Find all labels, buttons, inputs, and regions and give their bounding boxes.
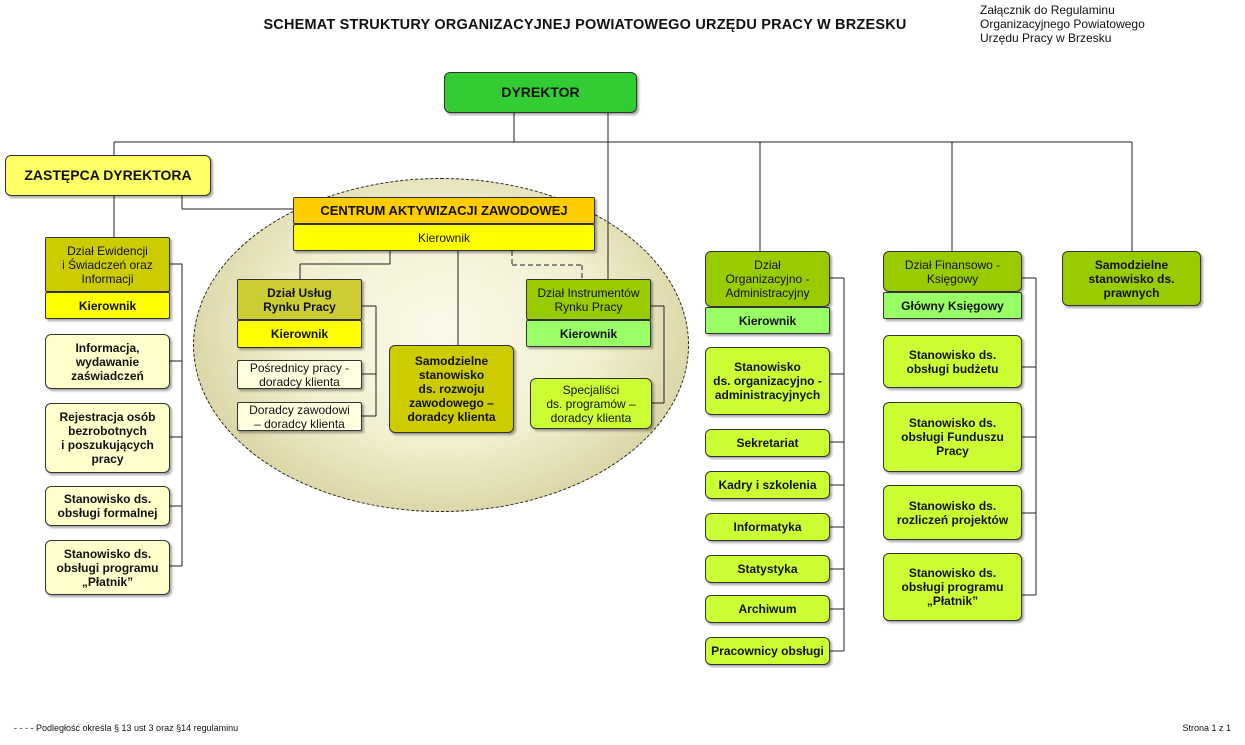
registration-dept-box: Dział Ewidencji i Świadczeń oraz Informa… <box>45 237 170 292</box>
finance-item: Stanowisko ds. rozliczeń projektów <box>883 485 1022 540</box>
admin-item: Sekretariat <box>705 429 830 457</box>
annex-note: Załącznik do Regulaminu Organizacyjnego … <box>980 3 1145 45</box>
activation-centre-box: CENTRUM AKTYWIZACJI ZAWODOWEJ <box>293 197 595 224</box>
labour-services-item: Doradcy zawodowi – doradcy klienta <box>237 402 362 431</box>
subordination-footnote: - - - - Podległość określa § 13 ust 3 or… <box>14 723 239 733</box>
registration-item: Stanowisko ds. obsługi programu „Płatnik… <box>45 540 170 595</box>
activation-centre-manager: Kierownik <box>293 224 595 251</box>
admin-item: Archiwum <box>705 595 830 623</box>
labour-services-manager: Kierownik <box>237 320 362 348</box>
finance-item: Stanowisko ds. obsługi programu „Płatnik… <box>883 553 1022 621</box>
labour-instruments-manager: Kierownik <box>526 320 651 347</box>
admin-dept-manager: Kierownik <box>705 307 830 334</box>
labour-instruments-item: Specjaliści ds. programów – doradcy klie… <box>530 378 652 429</box>
finance-dept-manager: Główny Księgowy <box>883 292 1022 319</box>
labour-services-item: Pośrednicy pracy - doradcy klienta <box>237 360 362 389</box>
admin-item: Stanowisko ds. organizacyjno - administr… <box>705 347 830 415</box>
labour-instruments-dept-box: Dział Instrumentów Rynku Pracy <box>526 279 651 320</box>
registration-dept-manager: Kierownik <box>45 292 170 319</box>
legal-post-box: Samodzielne stanowisko ds. prawnych <box>1062 251 1201 306</box>
deputy-director-box: ZASTĘPCA DYREKTORA <box>5 155 211 196</box>
registration-item: Stanowisko ds. obsługi formalnej <box>45 486 170 526</box>
finance-item: Stanowisko ds. obsługi Funduszu Pracy <box>883 402 1022 472</box>
director-box: DYREKTOR <box>444 72 637 113</box>
page-number: Strona 1 z 1 <box>1182 723 1231 733</box>
admin-dept-box: Dział Organizacyjno - Administracyjny <box>705 251 830 307</box>
admin-item: Pracownicy obsługi <box>705 637 830 665</box>
registration-item: Informacja, wydawanie zaświadczeń <box>45 334 170 389</box>
admin-item: Informatyka <box>705 513 830 541</box>
admin-item: Statystyka <box>705 555 830 583</box>
page-title: SCHEMAT STRUKTURY ORGANIZACYJNEJ POWIATO… <box>263 17 907 33</box>
labour-services-dept-box: Dział Usług Rynku Pracy <box>237 279 362 320</box>
finance-dept-box: Dział Finansowo - Księgowy <box>883 251 1022 292</box>
finance-item: Stanowisko ds. obsługi budżetu <box>883 335 1022 388</box>
career-development-post-box: Samodzielne stanowisko ds. rozwoju zawod… <box>389 345 514 433</box>
admin-item: Kadry i szkolenia <box>705 471 830 499</box>
registration-item: Rejestracja osób bezrobotnych i poszukuj… <box>45 403 170 473</box>
